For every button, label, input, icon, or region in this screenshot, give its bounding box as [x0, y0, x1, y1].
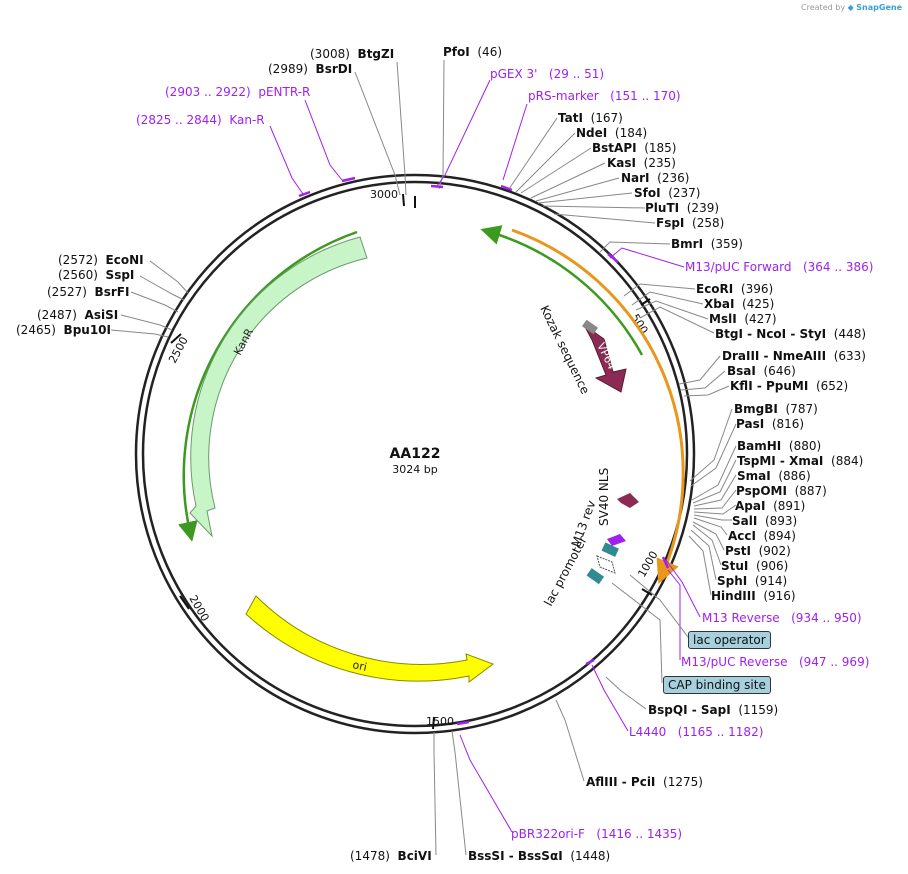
site-sspi: (2560) SspI: [58, 268, 135, 282]
tick-label-1000: 1000: [635, 549, 660, 580]
site-bsrfi: (2527) BsrFI: [47, 285, 130, 299]
kozak-marker: [581, 319, 599, 335]
tick-3000: [402, 193, 405, 207]
vp64-label: VP64: [594, 341, 618, 372]
orf-green-arc-right: [480, 225, 644, 356]
site-kasi: KasI (235): [607, 156, 676, 170]
site-xbai: XbaI (425): [704, 297, 775, 311]
site-apai: ApaI (891): [735, 499, 806, 513]
tick-2500: [170, 333, 182, 344]
primer-m13puc-reverse: M13/pUC Reverse (947 .. 969): [681, 655, 870, 669]
site-acci: AccI (894): [728, 529, 796, 543]
tick-1000: [641, 588, 653, 596]
site-bsrdi: (2989) BsrDI: [268, 62, 353, 76]
site-ndei: NdeI (184): [576, 126, 648, 140]
snapgene-credit: Created by ◆ SnapGene: [801, 3, 902, 12]
tick-1500: [432, 716, 435, 730]
site-bamhi: BamHI (880): [737, 439, 822, 453]
site-sphi: SphI (914): [717, 574, 788, 588]
snapgene-logo-icon: ◆: [847, 3, 854, 12]
orf-orange-arc: [511, 228, 685, 585]
site-hindiii: HindIII (916): [711, 589, 796, 603]
tick-label-1500: 1500: [426, 715, 454, 728]
primer-pbr322ori-f: pBR322ori-F (1416 .. 1435): [511, 827, 683, 841]
sv40-nls-feature: [617, 493, 639, 508]
site-kfli-ppumi: KflI - PpuMI (652): [730, 379, 849, 393]
tick-label-3000: 3000: [370, 188, 398, 201]
ori-feature: [245, 595, 495, 683]
site-econi: (2572) EcoNI: [58, 253, 144, 267]
site-sali: SalI (893): [732, 514, 798, 528]
site-sfoi: SfoI (237): [634, 186, 701, 200]
m13-rev-feature: [607, 534, 626, 546]
site-psti: PstI (902): [725, 544, 791, 558]
primer-prs-marker: pRS-marker (151 .. 170): [528, 89, 681, 103]
site-pfoi: PfoI (46): [443, 45, 503, 59]
site-btgzi: (3008) BtgZI: [310, 47, 395, 61]
vp64-feature: [583, 324, 627, 393]
site-draiii-nmeaiii: DraIII - NmeAIII (633): [722, 349, 866, 363]
primer-l4440: L4440 (1165 .. 1182): [629, 725, 764, 739]
site-fspi: FspI (258): [656, 216, 725, 230]
site-asisi: (2487) AsiSI: [37, 308, 119, 322]
site-btgi-ncoi-styi: BtgI - NcoI - StyI (448): [715, 327, 867, 341]
site-ecori: EcoRI (396): [696, 282, 774, 296]
tick-2000: [179, 595, 190, 610]
site-tati: TatI (167): [558, 111, 623, 125]
orf-green-arc-left: [178, 230, 358, 542]
tick-500: [640, 298, 651, 306]
tick-label-2500: 2500: [166, 335, 191, 366]
site-bstapi: BstAPI (185): [592, 141, 677, 155]
site-pasi: PasI (816): [736, 417, 805, 431]
site-bmri: BmrI (359): [671, 237, 743, 251]
primer-kan-r: (2825 .. 2844) Kan-R: [136, 113, 265, 127]
plasmid-length: 3024 bp: [392, 463, 437, 476]
plasmid-name: AA122: [390, 446, 441, 462]
sv40-nls-label: SV40 NLS: [597, 468, 611, 526]
site-msli: MslI (427): [709, 312, 777, 326]
primer-m13-reverse: M13 Reverse (934 .. 950): [702, 611, 862, 625]
cap-binding-feature: [586, 568, 605, 585]
cap-binding-site-box: CAP binding site: [663, 676, 771, 694]
primer-m13puc-forward: M13/pUC Forward (364 .. 386): [685, 260, 874, 274]
credit-brand: SnapGene: [856, 3, 902, 12]
kanr-feature: [189, 236, 368, 538]
site-leader-lines: [110, 59, 737, 856]
site-pspomi: PspOMI (887): [736, 484, 827, 498]
site-bmgbi: BmgBI (787): [734, 402, 818, 416]
site-nari: NarI (236): [621, 171, 690, 185]
site-bsssi-bsssai: BssSI - BssSαI (1448): [468, 849, 611, 863]
site-bspqi-sapi: BspQI - SapI (1159): [648, 703, 779, 717]
primer-pgex3: pGEX 3' (29 .. 51): [490, 67, 605, 81]
primer-marks: [298, 176, 670, 726]
site-afliii-pcii: AflIII - PciI (1275): [586, 775, 703, 789]
lac-operator-box: lac operator: [688, 631, 771, 649]
site-stui: StuI (906): [721, 559, 789, 573]
lac-operator-leader: [629, 574, 689, 638]
tick-marks: [170, 193, 653, 730]
kozak-label: Kozak sequence: [537, 303, 592, 396]
lac-promoter-label: lac promoter: [541, 534, 589, 608]
primer-pentr-r: (2903 .. 2922) pENTR-R: [165, 85, 311, 99]
site-bcivi: (1478) BciVI: [350, 849, 432, 863]
site-tspmi-xmai: TspMI - XmaI (884): [737, 454, 864, 468]
site-bsai: BsaI (646): [727, 364, 796, 378]
site-smai: SmaI (886): [737, 469, 811, 483]
cap-leader: [611, 582, 663, 684]
backbone: [134, 173, 696, 735]
site-bpu10i: (2465) Bpu10I: [16, 323, 111, 337]
tick-label-500: 500: [628, 312, 650, 337]
primer-leader-lines: [269, 79, 701, 833]
ori-label: ori: [351, 658, 368, 674]
lac-promoter-feature: [596, 555, 616, 574]
site-pluti: PluTI (239): [645, 201, 720, 215]
lac-operator-feature: [601, 542, 619, 557]
credit-prefix: Created by: [801, 3, 846, 12]
